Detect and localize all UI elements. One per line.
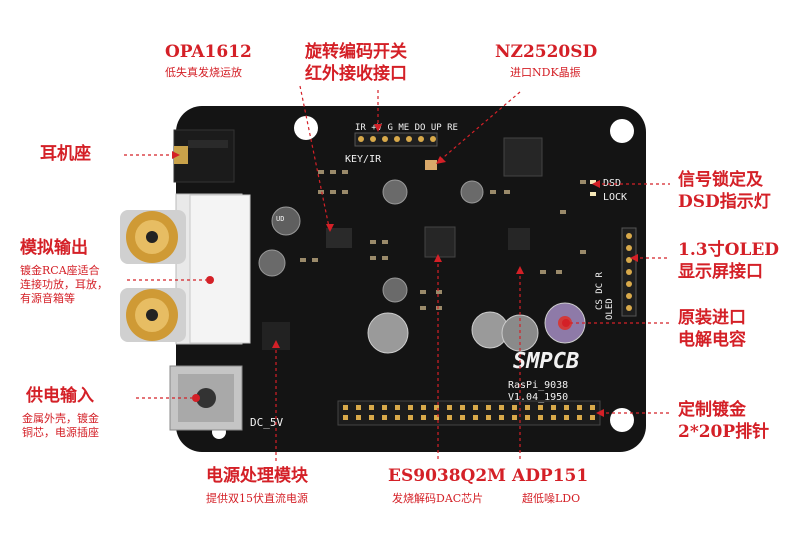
gpio-pin bbox=[395, 415, 400, 420]
gpio-pin bbox=[421, 415, 426, 420]
silk-cap-label: UD bbox=[276, 215, 284, 223]
gpio-pin bbox=[382, 415, 387, 420]
gpio-pin bbox=[356, 415, 361, 420]
label-power-in-sub2: 铜芯，电源插座 bbox=[22, 426, 99, 439]
gpio-pin bbox=[564, 405, 569, 410]
gpio-pin bbox=[460, 405, 465, 410]
lock-led bbox=[590, 192, 596, 196]
label-caps-line1: 原装进口 bbox=[678, 308, 746, 328]
dsd-led bbox=[590, 180, 596, 184]
gpio-pin bbox=[447, 415, 452, 420]
label-power-module-sub: 提供双15伏直流电源 bbox=[206, 492, 308, 505]
oled-header bbox=[621, 227, 637, 317]
gpio-pin bbox=[499, 415, 504, 420]
gpio-pin bbox=[538, 415, 543, 420]
leader-lines bbox=[124, 85, 670, 462]
label-nz2520sd-sub: 进口NDK晶振 bbox=[510, 66, 581, 79]
gpio-pin bbox=[473, 405, 478, 410]
gpio-pin bbox=[408, 405, 413, 410]
nz2520sd-crystal bbox=[425, 160, 437, 170]
label-headphone: 耳机座 bbox=[40, 144, 91, 164]
gpio-pin bbox=[473, 415, 478, 420]
gpio-pin bbox=[538, 405, 543, 410]
silk-version: V1.04_1950 bbox=[508, 392, 568, 403]
label-opa1612-sub: 低失真发烧运放 bbox=[165, 66, 242, 79]
gpio-pin bbox=[590, 415, 595, 420]
gpio-pin bbox=[434, 405, 439, 410]
electrolytic-capacitors bbox=[258, 179, 586, 354]
label-es9038-title: ES9038Q2M bbox=[388, 466, 507, 486]
label-gold-pin-line2: 2*20P排针 bbox=[678, 422, 770, 442]
dc-power-jack bbox=[169, 365, 243, 431]
gpio-pin-header bbox=[337, 400, 601, 426]
label-opa1612-title: OPA1612 bbox=[165, 42, 252, 62]
gpio-pin bbox=[447, 405, 452, 410]
gpio-pin bbox=[551, 405, 556, 410]
silk-dsd: DSD bbox=[603, 178, 621, 189]
label-oled-line2: 显示屏接口 bbox=[678, 262, 763, 282]
label-oled-line1: 1.3寸OLED bbox=[678, 240, 780, 260]
label-rotary-line2: 红外接收接口 bbox=[305, 64, 407, 84]
gpio-pin bbox=[564, 415, 569, 420]
gpio-pin bbox=[434, 415, 439, 420]
opa1612-chip bbox=[326, 228, 352, 248]
gpio-pin bbox=[486, 405, 491, 410]
label-analog-title: 模拟输出 bbox=[20, 238, 88, 258]
label-analog-sub1: 镀金RCA座适合 bbox=[20, 264, 100, 277]
smd-components bbox=[300, 170, 586, 310]
gpio-pin bbox=[525, 415, 530, 420]
label-caps-line2: 电解电容 bbox=[678, 330, 746, 350]
label-adp151-title: ADP151 bbox=[512, 466, 589, 486]
gpio-pin bbox=[395, 405, 400, 410]
silk-cs-dc-r: CS DC R bbox=[595, 271, 605, 310]
gpio-pin bbox=[577, 405, 582, 410]
gpio-pin bbox=[577, 415, 582, 420]
label-rotary-line1: 旋转编码开关 bbox=[305, 42, 407, 62]
label-power-module-title: 电源处理模块 bbox=[206, 466, 308, 486]
gpio-pin bbox=[512, 405, 517, 410]
gpio-pin bbox=[356, 405, 361, 410]
label-nz2520sd-title: NZ2520SD bbox=[495, 42, 598, 62]
pcb-board bbox=[176, 106, 646, 452]
qfn-chip bbox=[508, 228, 530, 250]
gpio-pin bbox=[369, 405, 374, 410]
silk-model: RasPi_9038 bbox=[508, 380, 568, 391]
label-es9038-sub: 发烧解码DAC芯片 bbox=[392, 492, 484, 505]
label-analog-sub3: 有源音箱等 bbox=[20, 292, 75, 305]
label-power-in-sub1: 金属外壳，镀金 bbox=[22, 412, 99, 425]
label-signal-line2: DSD指示灯 bbox=[678, 192, 771, 212]
silk-key-ir: KEY/IR bbox=[345, 154, 382, 165]
gpio-pin bbox=[408, 415, 413, 420]
dsp-chip bbox=[503, 137, 543, 177]
label-signal-line1: 信号锁定及 bbox=[678, 170, 763, 190]
gpio-pin bbox=[382, 405, 387, 410]
silk-lock: LOCK bbox=[603, 192, 627, 203]
gpio-pin bbox=[499, 405, 504, 410]
headphone-jack bbox=[173, 129, 235, 183]
gpio-pin bbox=[369, 415, 374, 420]
mounting-holes bbox=[212, 116, 634, 439]
label-analog-sub2: 连接功放，耳放， bbox=[20, 278, 108, 291]
label-adp151-sub: 超低噪LDO bbox=[522, 492, 581, 505]
gpio-pin bbox=[512, 415, 517, 420]
silk-logo: SMPCB bbox=[513, 349, 579, 374]
gpio-pin bbox=[343, 415, 348, 420]
gpio-pin bbox=[590, 405, 595, 410]
label-power-in-title: 供电输入 bbox=[26, 386, 94, 406]
gpio-pin bbox=[551, 415, 556, 420]
gpio-pin bbox=[525, 405, 530, 410]
ir-header bbox=[354, 132, 438, 147]
rca-connectors bbox=[120, 193, 251, 345]
silk-oled: OLED bbox=[605, 298, 615, 320]
silk-dc: DC_5V bbox=[250, 416, 283, 429]
gpio-pin bbox=[486, 415, 491, 420]
label-gold-pin-line1: 定制镀金 bbox=[678, 400, 746, 420]
es9038-chip bbox=[424, 226, 456, 258]
gpio-pin bbox=[421, 405, 426, 410]
silk-header-pins: IR +V G ME DO UP RE bbox=[355, 123, 458, 133]
gpio-pin bbox=[343, 405, 348, 410]
gpio-pin bbox=[460, 415, 465, 420]
